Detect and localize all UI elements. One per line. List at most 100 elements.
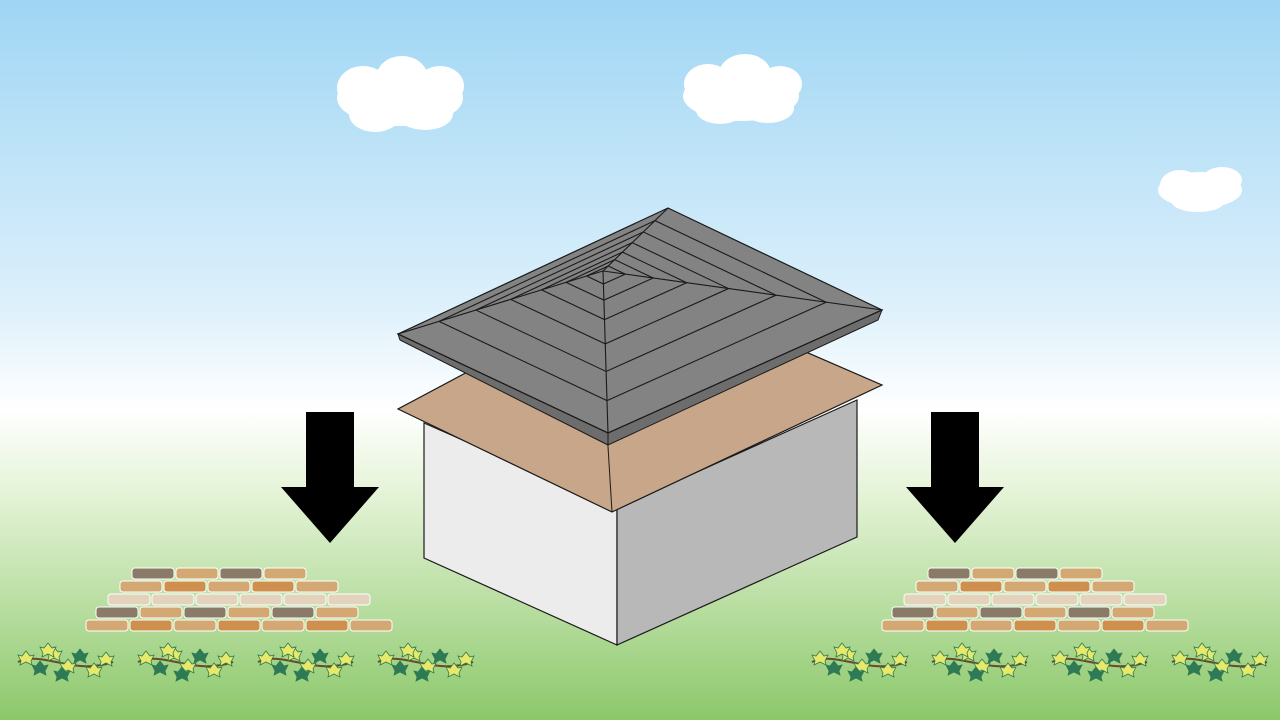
ivy-leaf	[413, 666, 431, 682]
brick-pile	[85, 567, 393, 632]
ivy-leaf	[879, 662, 897, 678]
cloud-middle	[683, 54, 802, 124]
ivy-vine	[17, 642, 475, 682]
ivy-leaf	[399, 642, 417, 658]
ivy-leaf	[293, 666, 311, 682]
brick	[927, 567, 971, 580]
brick	[1059, 567, 1103, 580]
brick	[891, 606, 935, 619]
ivy-leaf	[891, 651, 909, 667]
brick	[1101, 619, 1145, 632]
ivy-leaf	[311, 648, 329, 664]
ivy-leaf	[431, 648, 449, 664]
ivy-leaf	[811, 650, 829, 666]
brick	[295, 580, 339, 593]
ivy-leaf	[1119, 662, 1137, 678]
ivy-leaf	[173, 666, 191, 682]
brick	[207, 580, 251, 593]
brick	[263, 567, 307, 580]
ivy-leaf	[445, 662, 463, 678]
ivy-leaf	[457, 651, 475, 667]
ivy-leaf	[85, 662, 103, 678]
ivy-leaf	[271, 660, 289, 676]
ivy-vine	[811, 642, 1269, 682]
brick	[327, 593, 371, 606]
down-arrow-icon	[906, 412, 1004, 543]
ivy-leaf	[967, 666, 985, 682]
ivy-leaf	[1073, 642, 1091, 658]
brick	[1035, 593, 1079, 606]
ivy-leaf	[31, 660, 49, 676]
brick	[131, 567, 175, 580]
brick	[925, 619, 969, 632]
ivy-leaf	[1193, 642, 1211, 658]
brick	[1023, 606, 1067, 619]
brick	[1015, 567, 1059, 580]
brick	[261, 619, 305, 632]
brick	[129, 619, 173, 632]
ivy-leaf	[159, 642, 177, 658]
brick	[95, 606, 139, 619]
brick	[881, 619, 925, 632]
ivy-leaf	[97, 651, 115, 667]
ivy-leaf	[1065, 660, 1083, 676]
ivy-leaf	[1225, 648, 1243, 664]
brick	[1123, 593, 1167, 606]
brick	[959, 580, 1003, 593]
ivy-leaf	[953, 642, 971, 658]
brick	[1047, 580, 1091, 593]
brick	[227, 606, 271, 619]
ivy-leaf	[985, 648, 1003, 664]
ivy-leaf	[257, 650, 275, 666]
ivy-leaf	[1251, 651, 1269, 667]
ivy-leaf	[1171, 650, 1189, 666]
brick	[251, 580, 295, 593]
brick	[1057, 619, 1101, 632]
brick	[971, 567, 1015, 580]
brick	[305, 619, 349, 632]
ivy-leaf	[279, 642, 297, 658]
brick	[935, 606, 979, 619]
down-arrow-icon	[281, 412, 379, 543]
ivy-leaf	[825, 660, 843, 676]
brick	[315, 606, 359, 619]
brick	[173, 619, 217, 632]
ivy-leaf	[1011, 651, 1029, 667]
brick	[349, 619, 393, 632]
ivy-leaf	[325, 662, 343, 678]
ivy-leaf	[337, 651, 355, 667]
ivy-leaf	[1087, 666, 1105, 682]
brick	[1003, 580, 1047, 593]
ivy-leaf	[205, 662, 223, 678]
brick	[903, 593, 947, 606]
ivy-leaf	[1207, 666, 1225, 682]
ivy-leaf	[53, 666, 71, 682]
ivy-leaf	[945, 660, 963, 676]
brick	[139, 606, 183, 619]
ivy-leaf	[39, 642, 57, 658]
brick	[283, 593, 327, 606]
brick-pile	[881, 567, 1189, 632]
ivy-leaf	[847, 666, 865, 682]
brick	[183, 606, 227, 619]
brick	[991, 593, 1035, 606]
brick	[947, 593, 991, 606]
ivy-leaf	[833, 642, 851, 658]
brick	[1079, 593, 1123, 606]
cloud-right	[1158, 167, 1242, 212]
ivy-leaf	[865, 648, 883, 664]
ivy-leaf	[1185, 660, 1203, 676]
ivy-leaf	[1051, 650, 1069, 666]
brick	[217, 619, 261, 632]
brick	[915, 580, 959, 593]
brick	[119, 580, 163, 593]
brick	[163, 580, 207, 593]
brick	[85, 619, 129, 632]
ivy-leaf	[377, 650, 395, 666]
ivy-leaf	[391, 660, 409, 676]
brick	[271, 606, 315, 619]
brick	[151, 593, 195, 606]
brick	[1145, 619, 1189, 632]
brick	[239, 593, 283, 606]
